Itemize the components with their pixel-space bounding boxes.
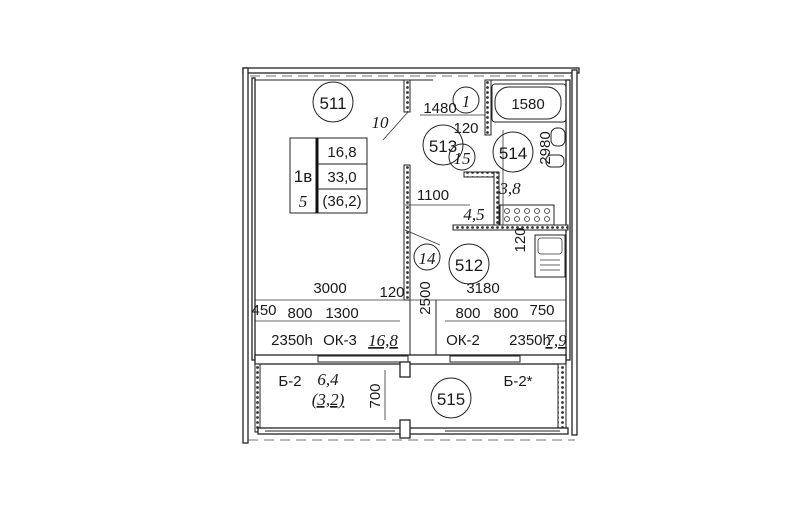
window-label-ok3: ОК-3 xyxy=(323,332,357,349)
floor-number: 5 xyxy=(299,192,308,211)
room-number: 511 xyxy=(319,94,346,113)
area-kitchen: 7,9 xyxy=(545,331,567,350)
marker-1: 1 xyxy=(452,86,480,114)
dim-label: 120 xyxy=(453,120,478,137)
kitchen-sink xyxy=(534,234,566,278)
toilet xyxy=(545,154,565,168)
washbasin xyxy=(550,127,566,147)
dim-label: 2500 xyxy=(417,281,434,314)
svg-text:1: 1 xyxy=(462,92,471,111)
area-bathroom: 3,8 xyxy=(498,179,521,198)
window-label-ok2: ОК-2 xyxy=(446,332,480,349)
area-balcony-reduced: (3,2) xyxy=(312,390,345,409)
dim-label: 450 xyxy=(251,302,276,319)
window-height: 2350h xyxy=(509,332,551,349)
room-number: 514 xyxy=(499,144,527,163)
dim-label: 120 xyxy=(512,227,529,252)
living-area: 16,8 xyxy=(327,144,356,161)
stove xyxy=(499,204,555,226)
svg-text:14: 14 xyxy=(419,249,437,268)
marker-15: 15 xyxy=(448,143,476,171)
dim-label: 800 xyxy=(287,305,312,322)
marker-10: 10 xyxy=(372,113,390,132)
room-515: 515 xyxy=(430,377,472,419)
dim-label: 750 xyxy=(529,302,554,319)
room-511: 511 xyxy=(312,81,354,123)
balcony xyxy=(248,363,575,441)
dim-label: 800 xyxy=(455,305,480,322)
dim-label: 1300 xyxy=(325,305,358,322)
room-count-type: 1в xyxy=(294,167,313,186)
dim-label: 1480 xyxy=(423,100,456,117)
dim-label: 1580 xyxy=(511,96,544,113)
dim-label: 2980 xyxy=(537,131,554,164)
dim-label: 1100 xyxy=(417,187,449,204)
dimension-lines xyxy=(255,111,566,420)
dim-label: 700 xyxy=(367,383,384,408)
total-area: 33,0 xyxy=(327,169,356,186)
bathtub xyxy=(491,83,567,123)
room-514: 514 xyxy=(492,131,534,173)
room-number: 512 xyxy=(455,256,483,275)
svg-text:15: 15 xyxy=(454,149,471,168)
dim-label: 3000 xyxy=(313,280,346,297)
room-number: 515 xyxy=(437,390,465,409)
area-living: 16,8 xyxy=(368,331,398,350)
windows xyxy=(254,354,567,378)
window-height: 2350h xyxy=(271,332,313,349)
exterior-walls xyxy=(242,67,580,444)
dim-label: 800 xyxy=(493,305,518,322)
apartment-summary-table: 1в 5 16,8 33,0 (36,2) xyxy=(289,137,368,214)
area-balcony: 6,4 xyxy=(317,370,339,389)
room-512: 512 xyxy=(448,243,490,285)
marker-14: 14 xyxy=(413,243,441,271)
dim-label: 120 xyxy=(379,284,404,301)
total-area-with-balcony: (36,2) xyxy=(322,193,361,210)
dim-label: 3180 xyxy=(466,280,499,297)
balcony-label-b2-star: Б-2* xyxy=(503,373,532,390)
area-hall: 4,5 xyxy=(463,205,484,224)
balcony-label-b2: Б-2 xyxy=(278,373,301,390)
